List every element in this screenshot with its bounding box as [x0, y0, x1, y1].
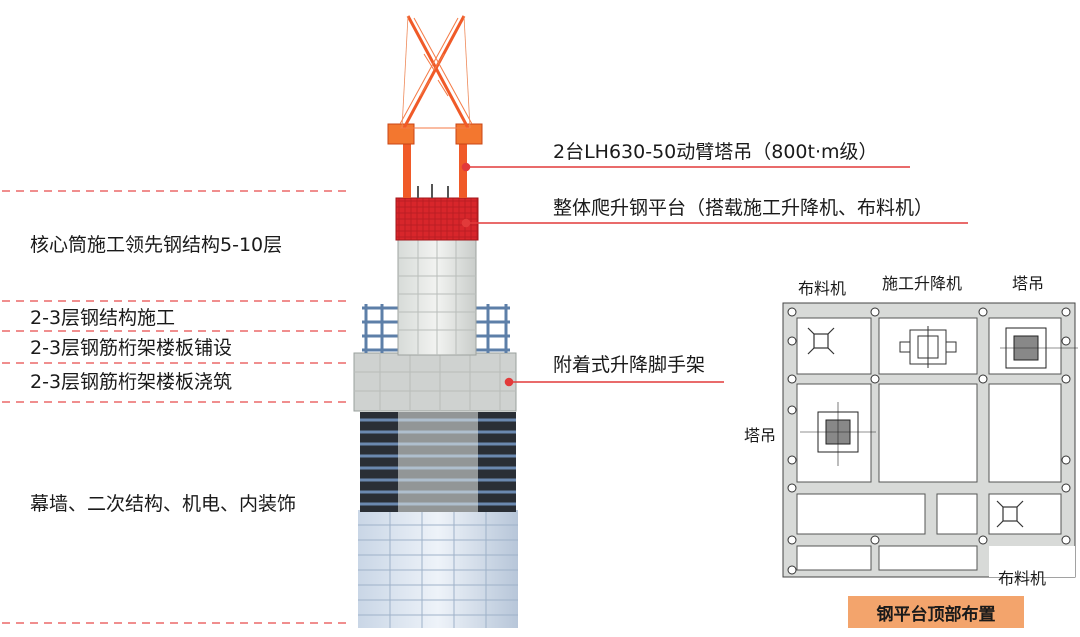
label-core-lead: 核心筒施工领先钢结构5-10层 [30, 234, 283, 256]
label-deck-laying: 2-3层钢筋桁架楼板铺设 [30, 337, 233, 359]
scaffold-band [353, 352, 517, 412]
crane-plan-left [800, 402, 876, 466]
callout-crane: 2台LH630-50动臂塔吊（800t·m级） [553, 141, 878, 163]
label-steel-structure: 2-3层钢结构施工 [30, 307, 176, 329]
plan-label-crane-top: 塔吊 [1012, 274, 1045, 293]
hoist-icon [899, 326, 957, 368]
callout-platform: 整体爬升钢平台（搭载施工升降机、布料机） [553, 197, 934, 219]
crane-plan-top [1000, 327, 1078, 369]
curtain-wall [358, 510, 518, 628]
label-deck-pouring: 2-3层钢筋桁架楼板浇筑 [30, 371, 233, 393]
platform-plan [782, 302, 1078, 578]
label-finishing: 幕墙、二次结构、机电、内装饰 [30, 493, 297, 515]
distributor-icon [807, 327, 835, 355]
plan-label-crane-left: 塔吊 [744, 426, 777, 445]
callout-scaffold: 附着式升降脚手架 [553, 354, 706, 376]
plan-label-distributor-top: 布料机 [798, 279, 847, 298]
plan-label-hoist: 施工升降机 [882, 274, 963, 293]
distributor-icon-bottom [996, 500, 1024, 528]
plan-label-distributor-bottom: 布料机 [998, 569, 1047, 588]
tower [353, 182, 518, 628]
platform-icon [395, 197, 479, 241]
plan-caption: 钢平台顶部布置 [848, 596, 1024, 628]
leader-lines [461, 162, 968, 387]
level-guides [2, 190, 350, 624]
